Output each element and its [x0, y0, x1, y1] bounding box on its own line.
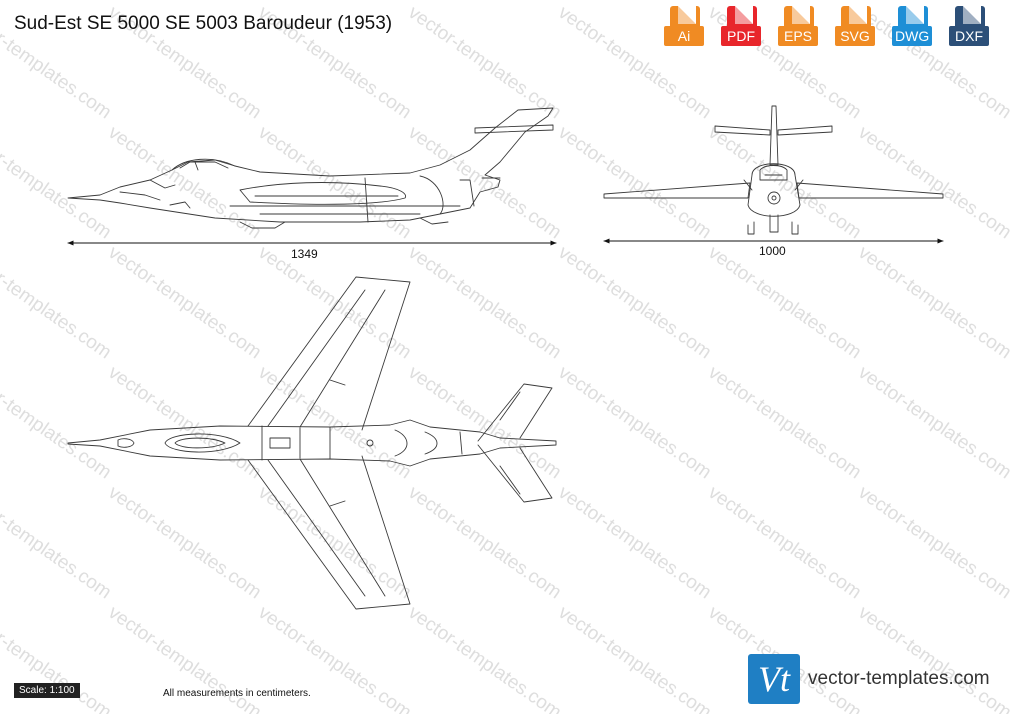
format-label: DWG	[892, 26, 933, 46]
measurement-note: All measurements in centimeters.	[163, 688, 311, 699]
top-view	[68, 277, 556, 609]
format-label: Ai	[664, 26, 704, 46]
format-pdf-button[interactable]: PDF	[721, 6, 761, 52]
format-eps-button[interactable]: EPS	[778, 6, 818, 52]
side-length-label: 1349	[291, 247, 318, 261]
format-label: PDF	[721, 26, 761, 46]
format-svg-button[interactable]: SVG	[835, 6, 875, 52]
format-dxf-button[interactable]: DXF	[949, 6, 989, 52]
format-ai-button[interactable]: Ai	[664, 6, 704, 52]
front-view	[604, 106, 943, 234]
format-dwg-button[interactable]: DWG	[892, 6, 933, 52]
format-download-bar: Ai PDF EPS SVG DWG DXF	[664, 6, 1004, 52]
format-label: EPS	[778, 26, 818, 46]
front-span-label: 1000	[759, 244, 786, 258]
scale-badge: Scale: 1:100	[14, 683, 80, 698]
logo-letters: Vt	[758, 659, 790, 699]
format-label: DXF	[949, 26, 989, 46]
vt-logo[interactable]: Vt	[748, 654, 800, 704]
site-link[interactable]: vector-templates.com	[808, 668, 990, 689]
side-view	[68, 108, 553, 228]
format-label: SVG	[835, 26, 875, 46]
page-title: Sud-Est SE 5000 SE 5003 Baroudeur (1953)	[14, 13, 393, 34]
